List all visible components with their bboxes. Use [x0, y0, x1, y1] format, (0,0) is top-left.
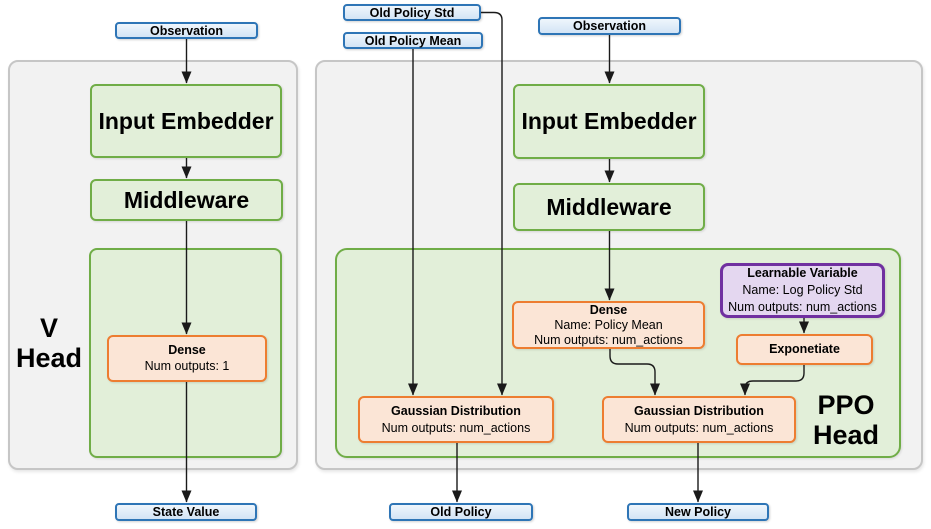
old-policy-mean-box: Old Policy Mean [343, 32, 483, 49]
ppo-head-panel-label: PPO Head [798, 390, 894, 450]
exponetiate-box: Exponetiate [736, 334, 873, 365]
v-dense-title: Dense [168, 343, 206, 357]
old-policy-label: Old Policy [430, 505, 492, 519]
v-observation-label: Observation [150, 23, 223, 38]
learnable-variable-outputs: Num outputs: num_actions [728, 300, 877, 314]
gaussian-new-title: Gaussian Distribution [634, 403, 764, 418]
ppo-middleware-label: Middleware [546, 193, 672, 220]
state-value-box: State Value [115, 503, 257, 521]
v-head-label-line1: V [39, 313, 58, 343]
dense-policy-mean-outputs: Num outputs: num_actions [534, 332, 683, 347]
ppo-input-embedder-label: Input Embedder [521, 108, 697, 134]
gaussian-distribution-old-box: Gaussian Distribution Num outputs: num_a… [358, 396, 554, 443]
state-value-label: State Value [152, 505, 220, 519]
v-middleware-label: Middleware [123, 186, 250, 213]
learnable-variable-name: Name: Log Policy Std [742, 283, 863, 297]
v-input-embedder-label: Input Embedder [98, 107, 274, 134]
learnable-variable-box: Learnable Variable Name: Log Policy Std … [720, 263, 885, 318]
gaussian-distribution-new-box: Gaussian Distribution Num outputs: num_a… [602, 396, 796, 443]
learnable-variable-title: Learnable Variable [747, 266, 858, 280]
old-policy-std-box: Old Policy Std [343, 4, 481, 21]
gaussian-old-outputs: Num outputs: num_actions [381, 420, 531, 435]
ppo-input-embedder-box: Input Embedder [513, 84, 705, 159]
ppo-observation-box: Observation [538, 17, 681, 35]
ppo-observation-label: Observation [573, 19, 646, 33]
gaussian-new-outputs: Num outputs: num_actions [624, 420, 774, 435]
v-head-label-line2: Head [15, 343, 83, 373]
old-policy-std-label: Old Policy Std [369, 5, 455, 20]
dense-policy-mean-title: Dense [589, 302, 628, 317]
exponetiate-label: Exponetiate [769, 341, 840, 356]
dense-policy-mean-name: Name: Policy Mean [554, 317, 663, 332]
ppo-head-label-line2: Head [812, 420, 880, 450]
v-middleware-box: Middleware [90, 179, 283, 221]
v-dense-box: Dense Num outputs: 1 [107, 335, 267, 382]
ppo-middleware-box: Middleware [513, 183, 705, 231]
v-input-embedder-box: Input Embedder [90, 84, 282, 158]
v-head-panel-label: V Head [8, 313, 90, 373]
dense-policy-mean-box: Dense Name: Policy Mean Num outputs: num… [512, 301, 705, 349]
v-dense-outputs: Num outputs: 1 [144, 358, 230, 373]
new-policy-label: New Policy [665, 505, 731, 519]
ppo-head-label-line1: PPO [817, 390, 875, 420]
v-observation-box: Observation [115, 22, 258, 39]
gaussian-old-title: Gaussian Distribution [391, 403, 521, 418]
new-policy-box: New Policy [627, 503, 769, 521]
old-policy-mean-label: Old Policy Mean [364, 33, 462, 48]
old-policy-box: Old Policy [389, 503, 533, 521]
